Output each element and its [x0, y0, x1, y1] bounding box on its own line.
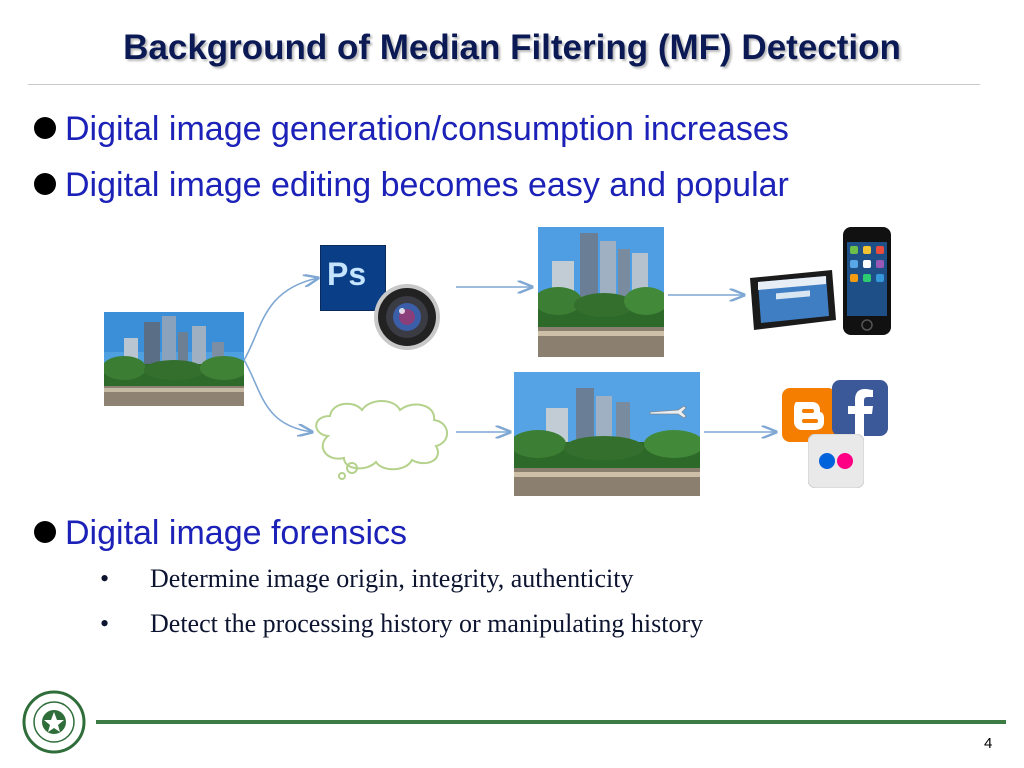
cloud-thought-icon [315, 400, 448, 480]
branch-arrow-top [243, 278, 318, 361]
bullet-1-text: Digital image generation/consumption inc… [65, 110, 789, 148]
bullet-3-text: Digital image forensics [65, 514, 408, 552]
sub-bullet-dot-icon: • [100, 609, 110, 638]
photoshop-label: Ps [327, 256, 367, 292]
camera-lens-icon [374, 284, 440, 350]
blogger-icon [782, 388, 836, 442]
sub-bullet-1-text: Determine image origin, integrity, authe… [150, 564, 634, 593]
airplane-icon [649, 405, 687, 419]
bullet-dot-icon [34, 173, 56, 196]
sub-bullet-2-text: Detect the processing history or manipul… [150, 609, 704, 638]
slide-title: Background of Median Filtering (MF) Dete… [123, 28, 901, 67]
footer-divider [96, 720, 1006, 724]
photoshop-icon: Ps [320, 245, 386, 311]
flickr-icon [808, 434, 864, 488]
page-number: 4 [984, 735, 993, 752]
bullet-dot-icon [34, 521, 56, 544]
title-divider [28, 84, 980, 85]
sub-bullet-dot-icon: • [100, 564, 110, 593]
bullet-3: Digital image forensics [34, 514, 407, 553]
facebook-icon [832, 380, 888, 436]
university-seal-logo [22, 690, 86, 754]
bullet-2-text: Digital image editing becomes easy and p… [65, 166, 789, 204]
bullet-dot-icon [34, 117, 56, 140]
bullet-2: Digital image editing becomes easy and p… [34, 166, 789, 205]
bullet-1: Digital image generation/consumption inc… [34, 110, 789, 149]
sub-bullet-2: • Detect the processing history or manipu… [100, 609, 703, 639]
smartphone-icon [843, 227, 891, 335]
tablet-icon [750, 270, 836, 330]
branch-arrow-bottom [243, 359, 312, 432]
edited-city-photo-bottom [514, 372, 700, 496]
source-city-photo [104, 312, 244, 406]
sub-bullet-1: • Determine image origin, integrity, auth… [100, 564, 634, 594]
edited-city-photo-top [538, 227, 664, 357]
